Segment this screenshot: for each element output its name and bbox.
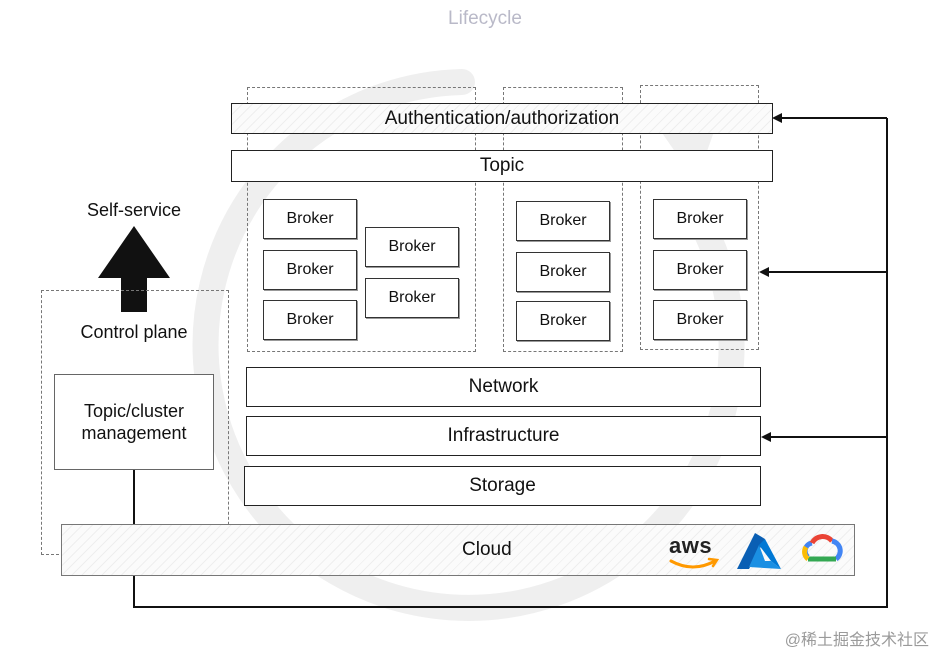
auth-layer: Authentication/authorization (231, 103, 773, 134)
broker-box: Broker (516, 201, 610, 241)
storage-layer: Storage (244, 466, 761, 506)
broker-box: Broker (516, 252, 610, 292)
management-label: Topic/cluster management (81, 400, 187, 444)
watermark: @稀土掘金技术社区 (784, 632, 929, 649)
infrastructure-layer: Infrastructure (246, 416, 761, 456)
broker-box: Broker (263, 199, 357, 239)
broker-group-2 (503, 87, 623, 352)
azure-logo-icon (737, 533, 781, 569)
broker-box: Broker (365, 278, 459, 318)
self-service-label: Self-service (86, 200, 182, 220)
broker-group-1 (247, 87, 476, 352)
aws-logo: aws (667, 533, 721, 571)
aws-logo-text: aws (669, 533, 713, 558)
cloud-label: Cloud (462, 539, 512, 560)
broker-box: Broker (263, 250, 357, 290)
broker-box: Broker (653, 250, 747, 290)
cloud-layer: Cloud aws (61, 524, 855, 576)
broker-group-3 (640, 85, 759, 350)
network-layer: Network (246, 367, 761, 407)
topic-cluster-management-box: Topic/cluster management (54, 374, 214, 470)
broker-box: Broker (653, 199, 747, 239)
aws-smile-icon (669, 557, 720, 569)
self-service-arrow (98, 226, 170, 312)
control-plane-label: Control plane (80, 322, 188, 342)
broker-box: Broker (653, 300, 747, 340)
lifecycle-title: Lifecycle (448, 8, 522, 29)
broker-box: Broker (263, 300, 357, 340)
broker-box: Broker (365, 227, 459, 267)
broker-box: Broker (516, 301, 610, 341)
topic-layer: Topic (231, 150, 773, 182)
google-cloud-logo-icon (802, 534, 843, 562)
